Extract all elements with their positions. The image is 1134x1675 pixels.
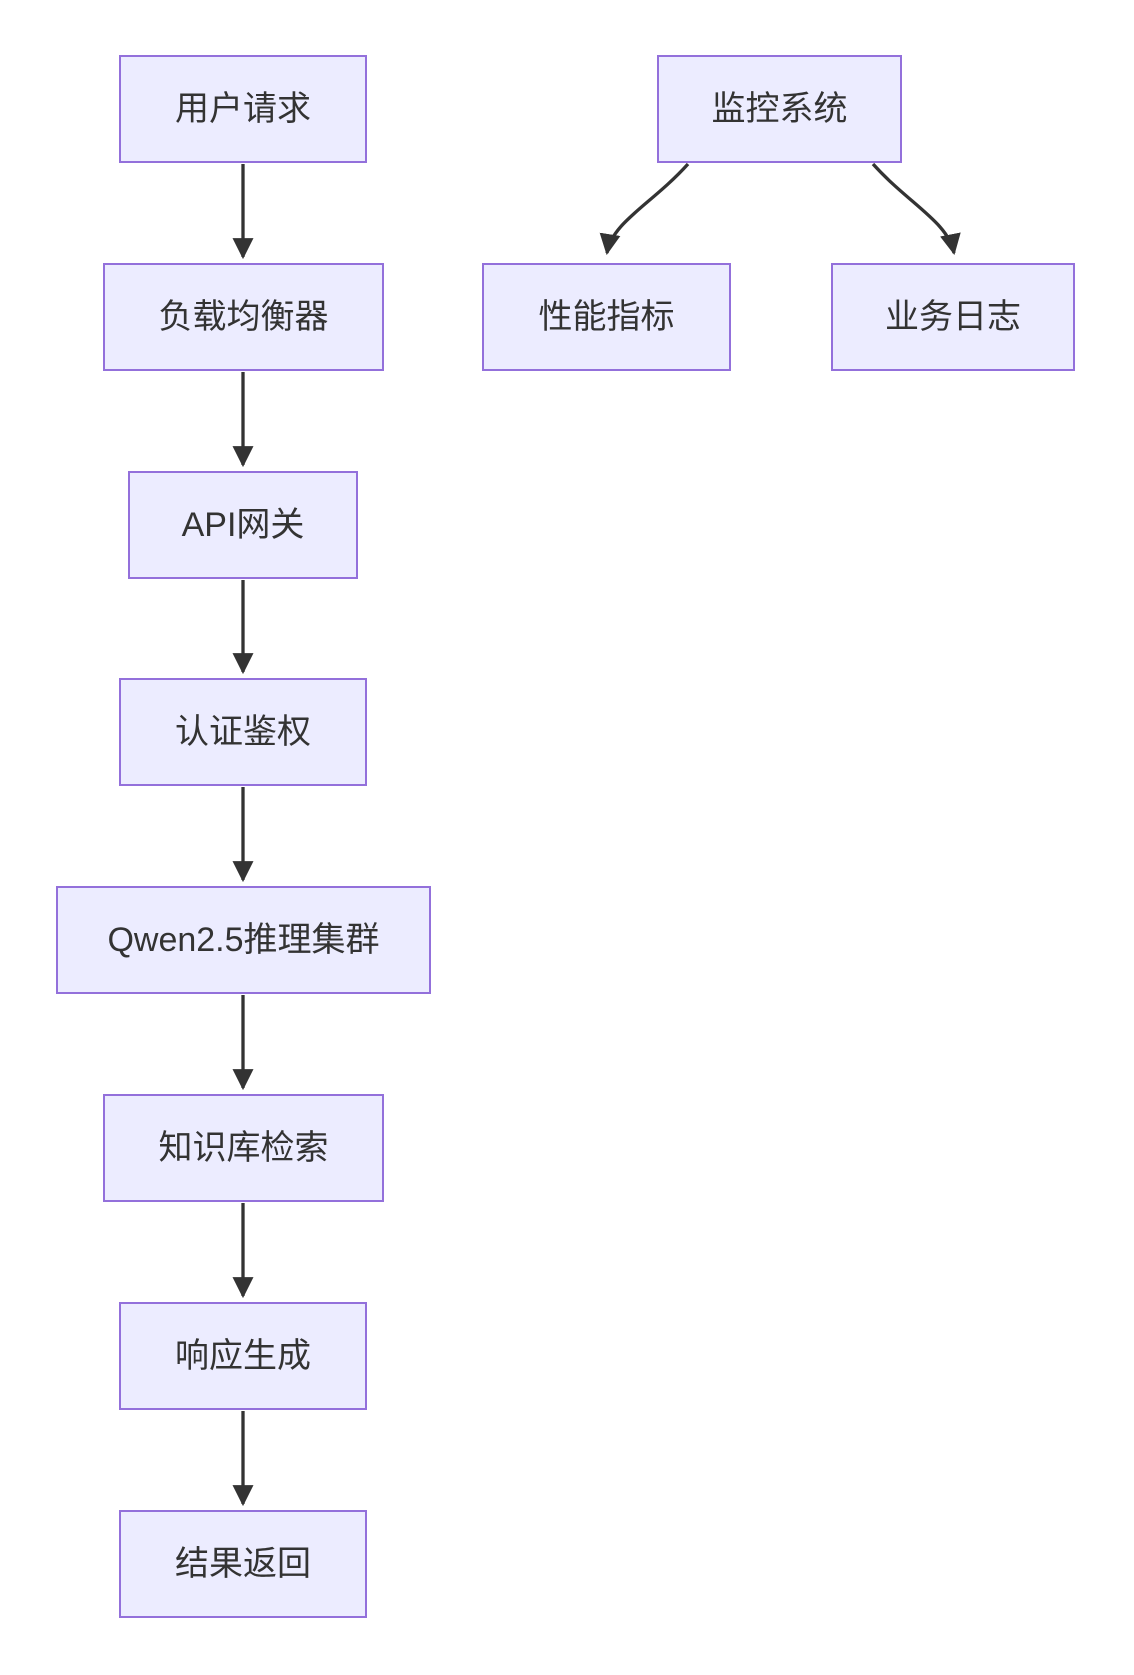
node-response-gen: 响应生成 (119, 1302, 367, 1410)
node-label: 性能指标 (538, 297, 675, 336)
node-load-balancer: 负载均衡器 (103, 263, 384, 371)
node-kb-retrieval: 知识库检索 (103, 1094, 384, 1202)
node-label: 负载均衡器 (158, 297, 329, 336)
node-label: 知识库检索 (158, 1128, 329, 1167)
edge-monitoring-to-business-logs (871, 162, 961, 256)
node-label: 监控系统 (711, 89, 848, 128)
node-business-logs: 业务日志 (831, 263, 1075, 371)
node-auth: 认证鉴权 (119, 678, 367, 786)
node-label: 业务日志 (885, 297, 1021, 336)
node-user-request: 用户请求 (119, 55, 367, 163)
node-label: 用户请求 (175, 89, 311, 128)
node-label: 结果返回 (175, 1544, 311, 1583)
edge-monitoring-to-perf-metrics (599, 162, 690, 256)
node-monitoring: 监控系统 (657, 55, 902, 163)
node-qwen-cluster: Qwen2.5推理集群 (56, 886, 431, 994)
node-label: 认证鉴权 (175, 712, 311, 751)
node-result-return: 结果返回 (119, 1510, 367, 1618)
node-label: 响应生成 (175, 1336, 311, 1375)
node-perf-metrics: 性能指标 (482, 263, 731, 371)
node-api-gateway: API网关 (128, 471, 358, 579)
node-label: API网关 (181, 505, 305, 544)
node-label: Qwen2.5推理集群 (107, 920, 380, 959)
